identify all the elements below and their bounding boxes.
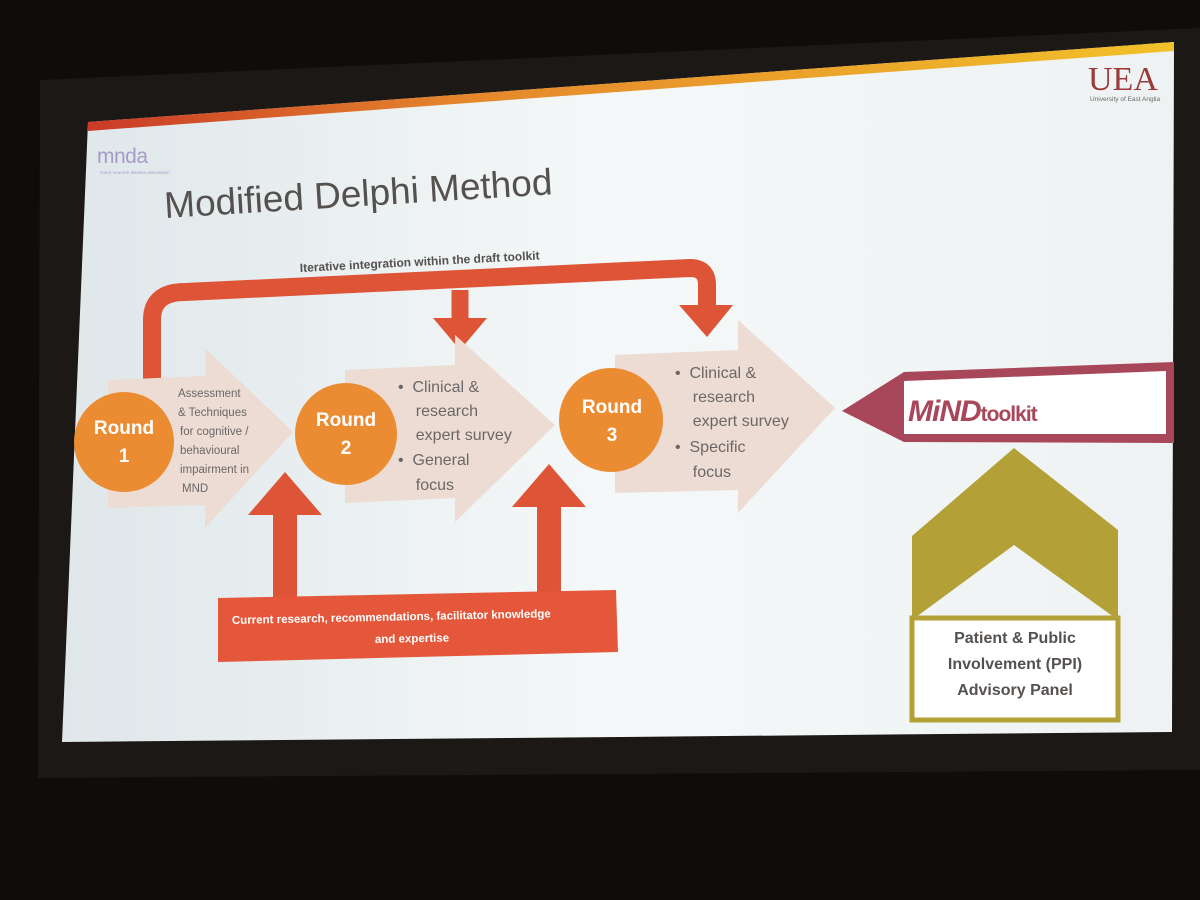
round-2-description: • Clinical & research expert survey • Ge… [398,379,512,494]
round-2-circle: Round 2 [295,383,397,485]
mind-toolkit-box: MiNDtoolkit [842,362,1174,443]
round-1-circle: Round 1 [74,392,174,492]
round-2-line: • Clinical & [398,379,480,396]
round-3-line: research [675,389,755,406]
uea-logo-subtitle: University of East Anglia [1090,96,1160,103]
round-3-description: • Clinical & research expert survey • Sp… [675,365,789,481]
round-3-number: 3 [607,425,618,446]
round-1-chevron [108,348,293,528]
iterative-integration-arrow [143,259,733,385]
uea-logo: UEA University of East Anglia [1088,61,1160,103]
input-arrow-round-3 [512,464,586,600]
ppi-line: Patient & Public [954,630,1076,647]
round-3-circle: Round 3 [559,368,663,472]
round-2-line: focus [398,477,454,494]
round-1-line: MND [182,483,208,495]
round-3-line: focus [675,464,731,481]
mind-toolkit-bold: MiND [908,395,981,428]
round-2-chevron [345,335,555,522]
round-1-line: & Techniques [178,407,247,419]
mnda-logo-tagline: motor neurone disease association [100,170,170,175]
input-arrow-round-2 [248,472,322,600]
round-2-number: 2 [341,438,352,459]
ppi-line: Advisory Panel [957,682,1073,699]
ppi-panel: Patient & Public Involvement (PPI) Advis… [909,448,1121,723]
inputs-box [218,590,618,662]
round-1-line: behavioural [180,445,239,457]
round-1-number: 1 [119,446,130,467]
slide-top-bar [88,42,1174,131]
round-1-label: Round [94,418,154,439]
uea-logo-text: UEA [1088,61,1158,98]
inputs-box-line: and expertise [375,632,449,646]
round-3-chevron [615,320,835,513]
ppi-line: Involvement (PPI) [948,656,1082,673]
mind-toolkit-rest: toolkit [981,403,1038,426]
round-1-line: for cognitive / [180,426,249,438]
mind-toolkit-logo: MiNDtoolkit [908,395,1038,428]
round-1-line: impairment in [180,464,249,476]
round-3-line: expert survey [675,413,789,430]
round-3-line: • Specific [675,439,746,456]
round-2-label: Round [316,410,376,431]
mnda-logo: mnda motor neurone disease association [97,145,170,175]
mnda-logo-text: mnda [97,145,148,168]
round-2-line: • General [398,452,469,469]
round-1-description: Assessment & Techniques for cognitive / … [178,388,249,495]
round-1-line: Assessment [178,388,241,400]
round-3-line: • Clinical & [675,365,757,382]
round-2-line: research [398,403,478,420]
round-2-line: expert survey [398,427,512,444]
round-3-label: Round [582,397,642,418]
